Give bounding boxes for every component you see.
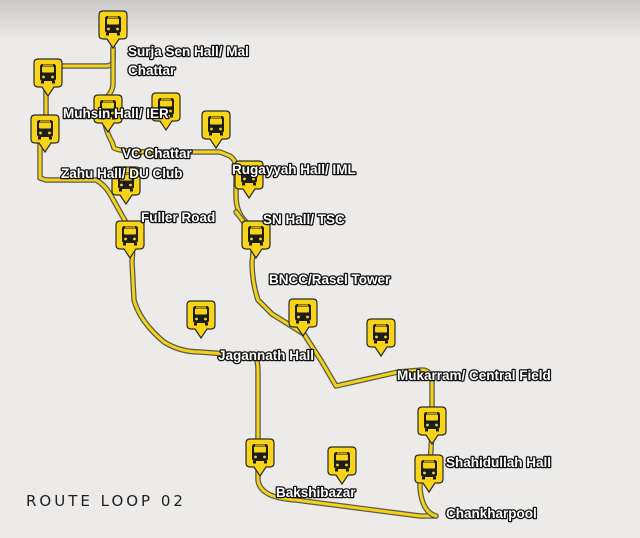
stop-label-mukarram-central-field: Mukarram/ Central Field (397, 368, 551, 383)
stop-label-zahu-hall-du-club: Zahu Hall/ DU Club (61, 166, 183, 181)
bus-icon (417, 406, 447, 446)
stop-label-rugayyah-hall-iml: Rugayyah Hall/ IML (232, 162, 356, 177)
bus-icon (98, 10, 128, 50)
bus-icon (33, 58, 63, 98)
stop-label-chankharpool: Chankharpool (446, 506, 537, 521)
bus-icon (241, 220, 271, 260)
bus-icon (151, 92, 181, 132)
stop-label-bncc-rasel-tower: BNCC/Rasel Tower (269, 272, 391, 287)
bus-icon (245, 438, 275, 478)
stop-label-shahidullah-hall: Shahidullah Hall (446, 455, 551, 470)
stop-label-fuller-road: Fuller Road (141, 210, 215, 225)
bus-icon (234, 160, 264, 200)
bus-icon (366, 318, 396, 358)
bus-icon (201, 110, 231, 150)
bus-icon (327, 446, 357, 486)
route-title: ROUTE LOOP 02 (26, 492, 186, 510)
bus-icon (93, 94, 123, 134)
bus-icon (111, 166, 141, 206)
stop-label-bakshibazar: Bakshibazar (276, 485, 356, 500)
bus-icon (288, 298, 318, 338)
stop-label-jagannath-hall: Jagannath Hall (218, 348, 314, 363)
stop-label-muhsin-hall-ier: Muhsin Hall/ IER (63, 106, 169, 121)
bus-icon (414, 454, 444, 494)
stop-label-vc-chattar: VC Chattar (122, 146, 193, 161)
bus-icon (186, 300, 216, 340)
stop-label-sn-hall-tsc: SN Hall/ TSC (263, 212, 345, 227)
top-shade (0, 0, 640, 40)
bus-icon (115, 220, 145, 260)
bus-stop-markers (30, 10, 447, 494)
bus-icon (30, 114, 60, 154)
